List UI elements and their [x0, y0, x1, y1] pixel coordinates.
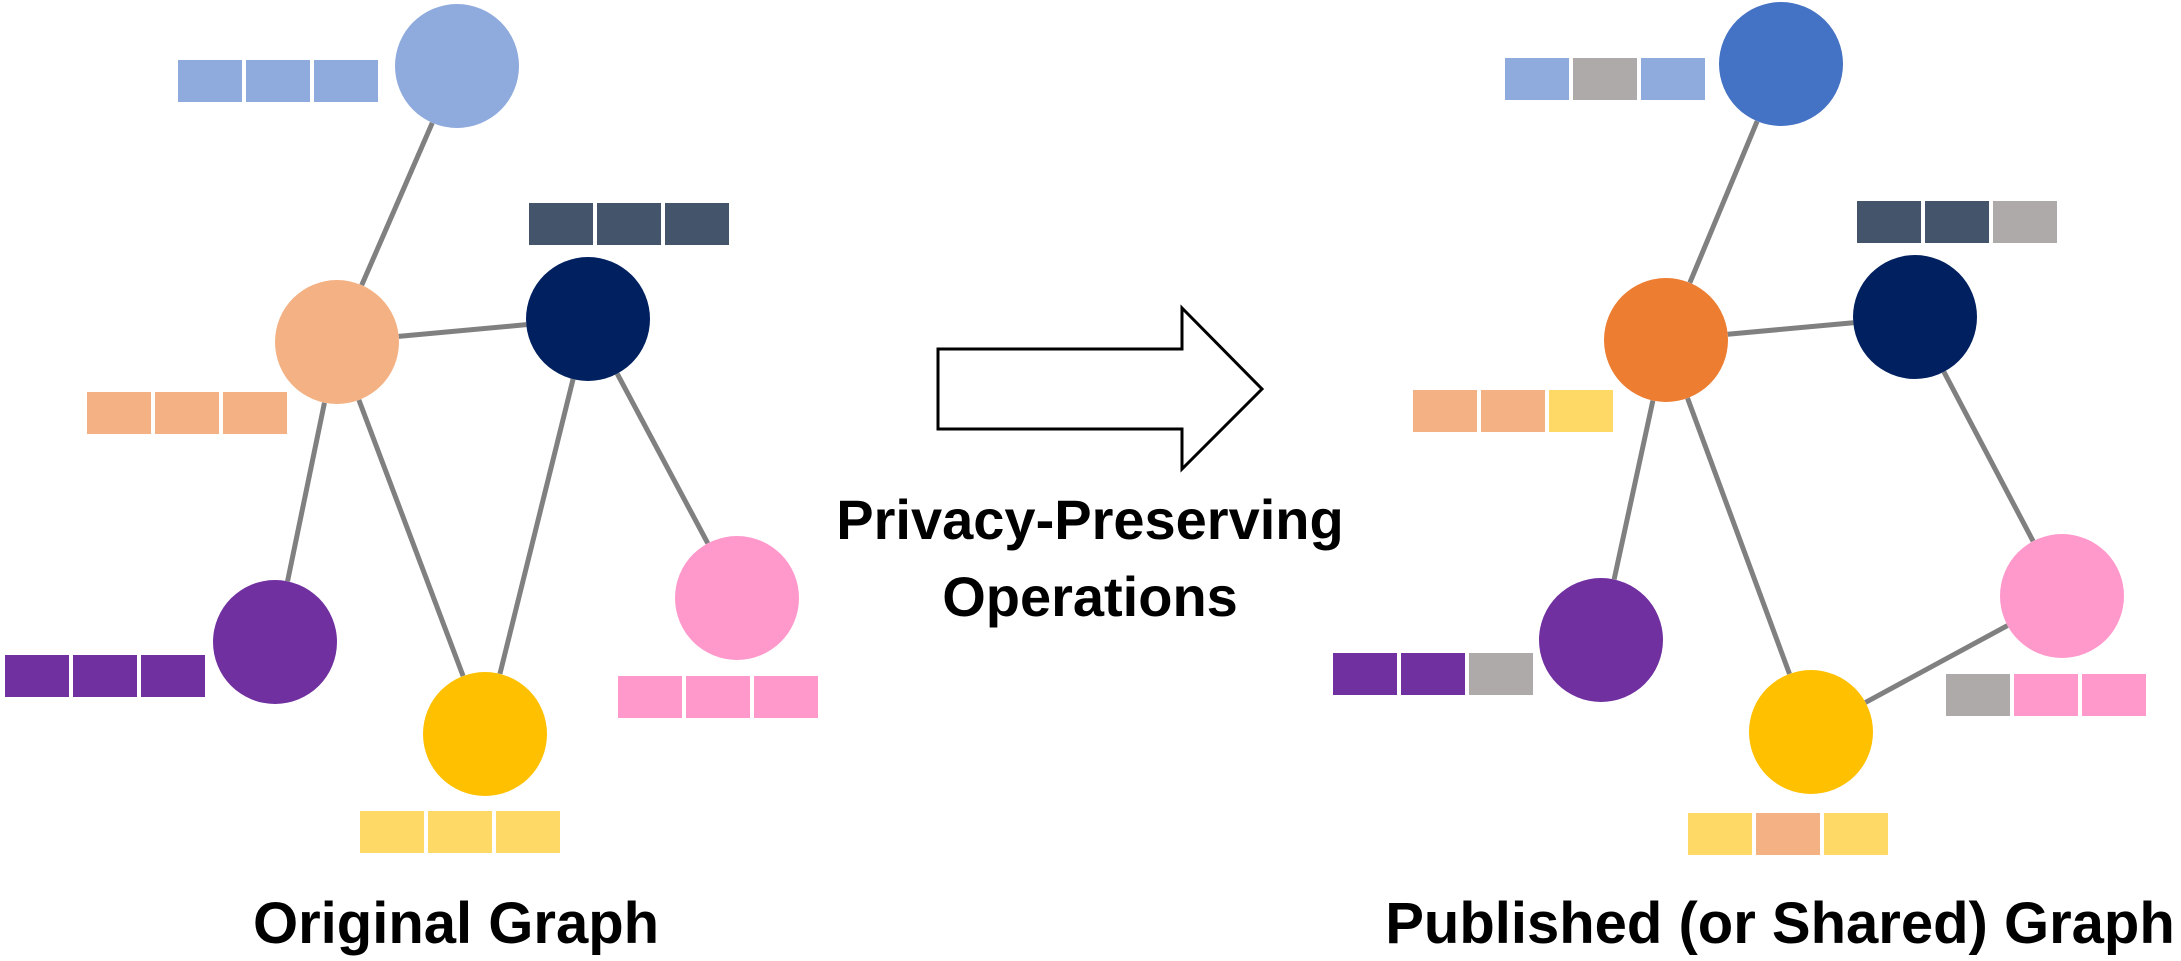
graph-node-yellow	[423, 672, 547, 796]
graph-edge	[285, 402, 327, 582]
graph-edge	[1611, 400, 1656, 580]
graph-node-center	[275, 280, 399, 404]
operation-label-line1: Privacy-Preserving	[836, 488, 1344, 551]
feature-vector-center	[1413, 390, 1613, 432]
transform-arrow-icon	[936, 304, 1265, 473]
operation-label: Privacy-Preserving Operations	[810, 482, 1370, 635]
graph-node-top	[395, 4, 519, 128]
feature-cell	[1756, 813, 1820, 855]
feature-cell	[1925, 201, 1989, 243]
graph-edge	[1687, 120, 1760, 284]
feature-cell	[496, 811, 560, 853]
feature-cell	[1549, 390, 1613, 432]
feature-cell	[246, 60, 310, 102]
graph-node-navy	[526, 257, 650, 381]
graph-edge	[497, 378, 576, 675]
published-graph	[1333, 2, 2146, 855]
feature-cell	[155, 392, 219, 434]
feature-cell	[360, 811, 424, 853]
feature-vector-yellow	[1688, 813, 1888, 855]
published-graph-caption: Published (or Shared) Graph	[1385, 891, 2175, 956]
feature-cell	[529, 203, 593, 245]
graph-node-top	[1719, 2, 1843, 126]
feature-cell	[1505, 58, 1569, 100]
feature-cell	[665, 203, 729, 245]
feature-vector-purple	[1333, 653, 1533, 695]
feature-cell	[314, 60, 378, 102]
feature-cell	[597, 203, 661, 245]
graph-edge	[1941, 370, 2036, 543]
feature-cell	[73, 655, 137, 697]
feature-cell	[223, 392, 287, 434]
feature-cell	[1688, 813, 1752, 855]
feature-cell	[618, 676, 682, 718]
original-graph	[5, 4, 818, 853]
feature-cell	[1469, 653, 1533, 695]
graph-edge	[1727, 320, 1854, 337]
graph-node-pink	[2000, 534, 2124, 658]
graph-edge	[1685, 397, 1792, 675]
feature-cell	[87, 392, 151, 434]
feature-cell	[428, 811, 492, 853]
feature-vector-purple	[5, 655, 205, 697]
feature-vector-pink	[1946, 674, 2146, 716]
feature-cell	[686, 676, 750, 718]
feature-cell	[1857, 201, 1921, 243]
graph-edge	[1864, 623, 2009, 705]
graph-edge	[615, 372, 710, 545]
feature-cell	[1481, 390, 1545, 432]
graph-node-navy	[1853, 255, 1977, 379]
feature-cell	[1333, 653, 1397, 695]
feature-cell	[1401, 653, 1465, 695]
feature-cell	[2082, 674, 2146, 716]
feature-cell	[1413, 390, 1477, 432]
graph-node-center	[1604, 278, 1728, 402]
feature-cell	[1993, 201, 2057, 243]
feature-vector-yellow	[360, 811, 560, 853]
graph-node-purple	[213, 580, 337, 704]
graph-edge	[398, 322, 527, 339]
feature-cell	[1946, 674, 2010, 716]
feature-cell	[1824, 813, 1888, 855]
feature-cell	[141, 655, 205, 697]
feature-cell	[178, 60, 242, 102]
graph-edge	[359, 121, 435, 287]
feature-vector-top	[178, 60, 378, 102]
graph-node-yellow	[1749, 670, 1873, 794]
feature-vector-navy	[529, 203, 729, 245]
feature-cell	[2014, 674, 2078, 716]
feature-vector-pink	[618, 676, 818, 718]
graph-node-pink	[675, 536, 799, 660]
feature-vector-navy	[1857, 201, 2057, 243]
feature-cell	[1573, 58, 1637, 100]
feature-cell	[754, 676, 818, 718]
feature-vector-top	[1505, 58, 1705, 100]
feature-cell	[5, 655, 69, 697]
feature-vector-center	[87, 392, 287, 434]
feature-cell	[1641, 58, 1705, 100]
graph-node-purple	[1539, 578, 1663, 702]
graph-edge	[356, 399, 466, 677]
operation-label-line2: Operations	[942, 564, 1238, 628]
original-graph-caption: Original Graph	[253, 891, 660, 956]
